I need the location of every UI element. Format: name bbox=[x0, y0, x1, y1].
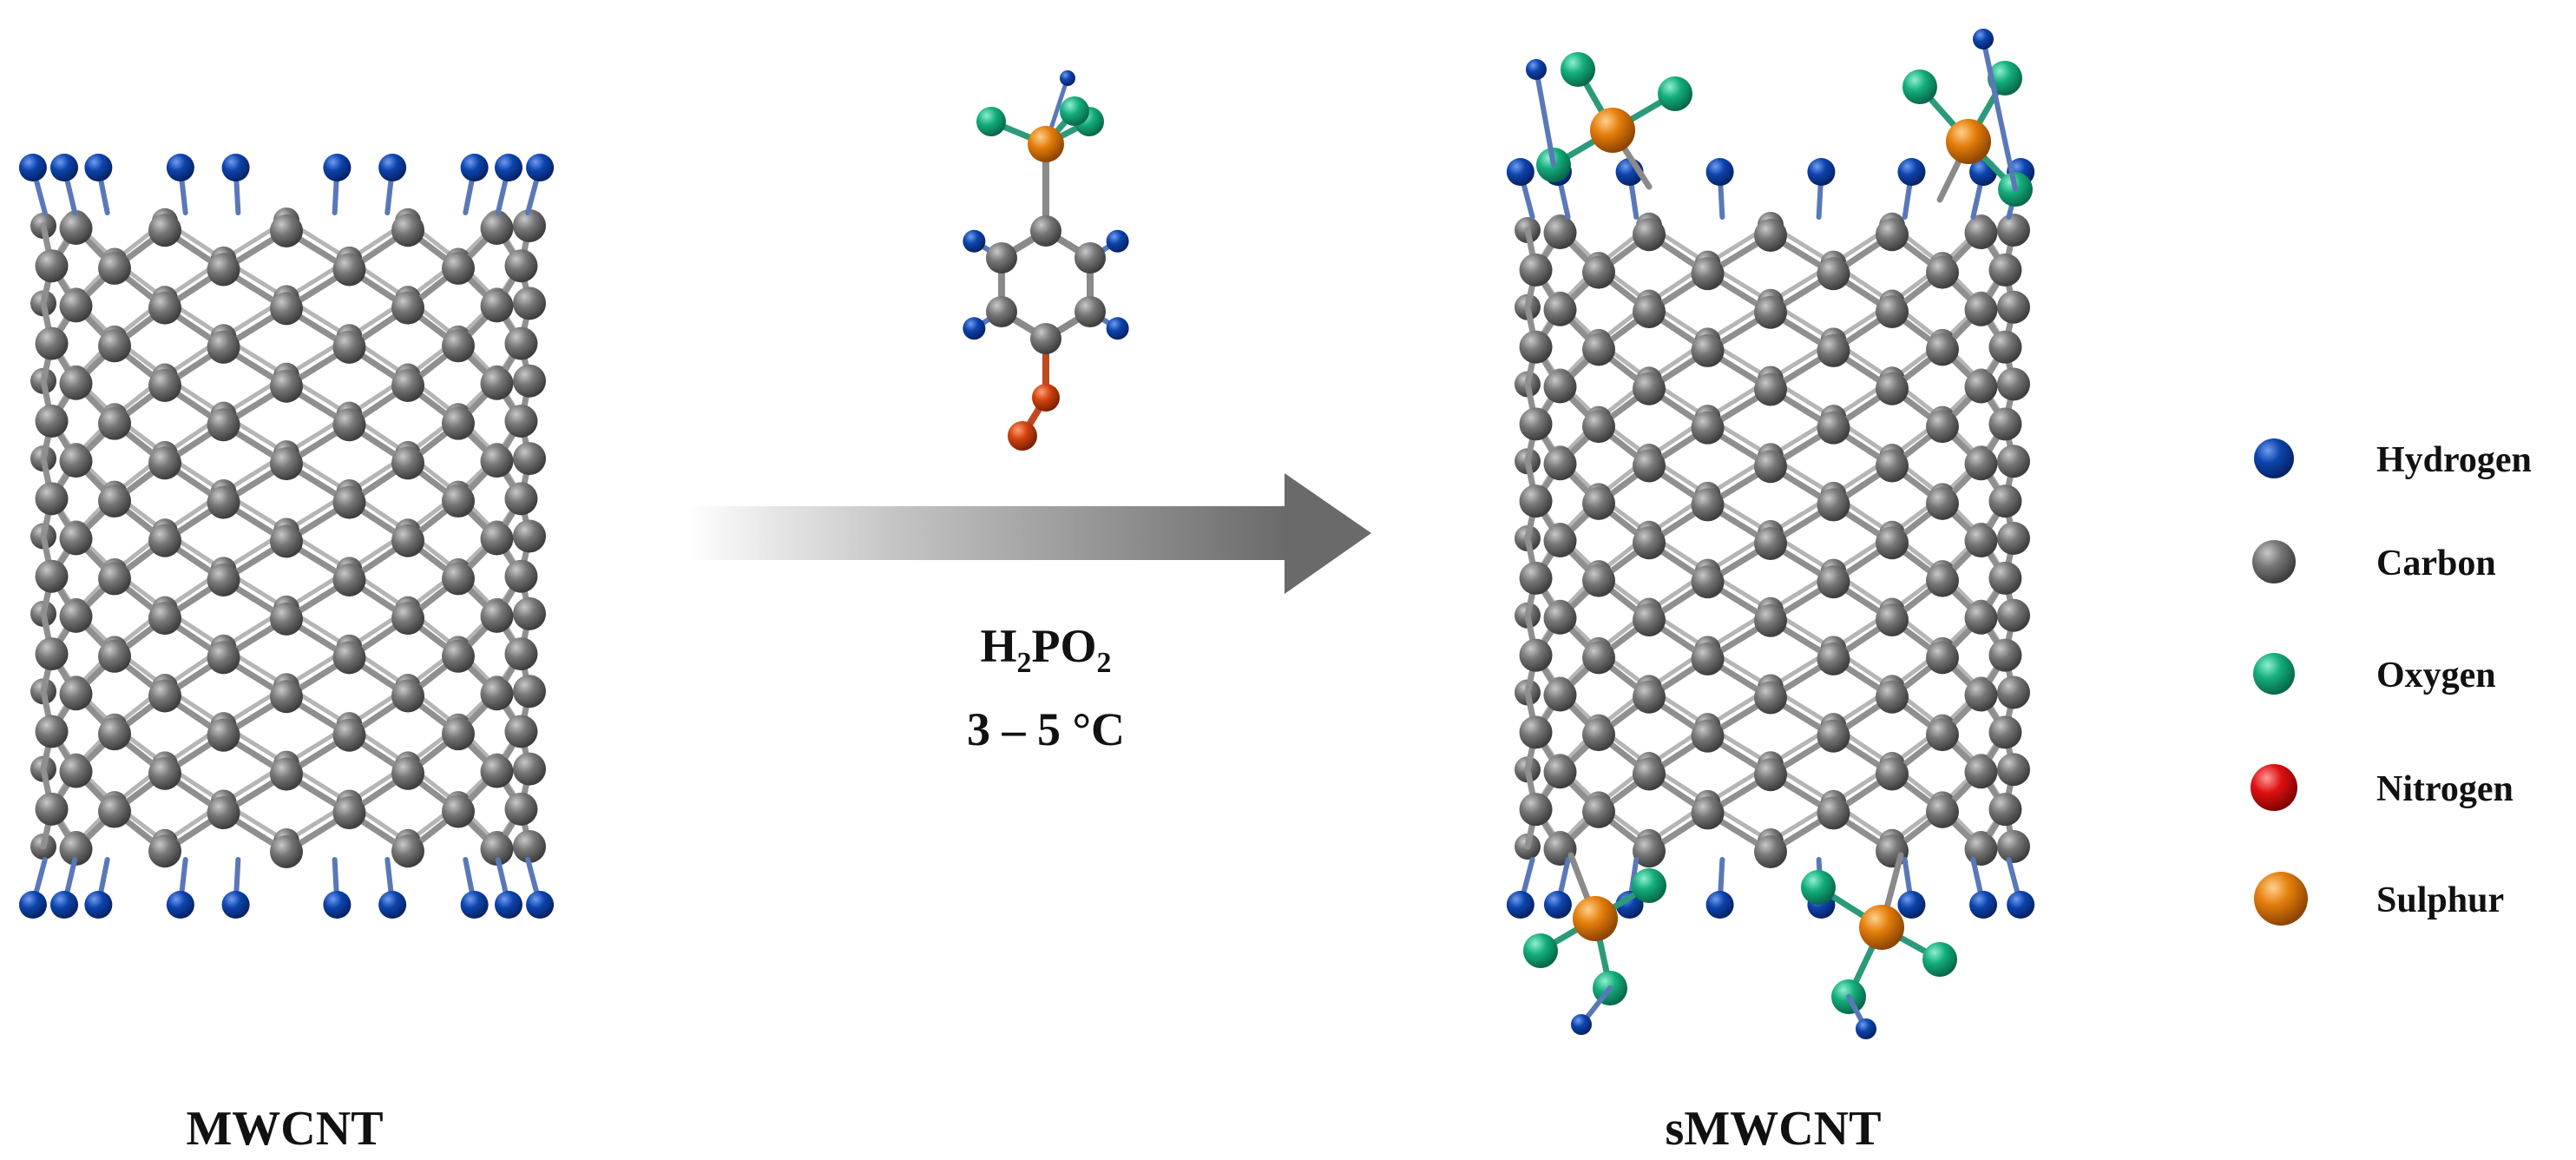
legend-oxygen-label: Oxygen bbox=[2376, 656, 2496, 695]
right-structure-label: sMWCNT bbox=[1666, 1102, 1882, 1156]
hydrogen-legend-icon bbox=[2254, 438, 2294, 478]
molecule-icon bbox=[963, 70, 1129, 451]
legend: Hydrogen Carbon Oxygen Nitrogen Sulphur bbox=[2251, 438, 2532, 926]
legend-nitrogen-label: Nitrogen bbox=[2376, 769, 2514, 809]
reaction-condition: 3 – 5 °C bbox=[967, 703, 1125, 755]
left-structure-label: MWCNT bbox=[186, 1102, 383, 1156]
nitrogen-legend-icon bbox=[2251, 764, 2297, 811]
oxygen-legend-icon bbox=[2253, 653, 2295, 695]
carbon-legend-icon bbox=[2252, 540, 2296, 583]
sulfonated-nanotube-icon bbox=[1506, 29, 2035, 1039]
legend-carbon-label: Carbon bbox=[2376, 544, 2496, 583]
carbon-nanotube-icon bbox=[18, 154, 555, 919]
gradient-arrow-icon bbox=[687, 473, 1371, 594]
legend-hydrogen-label: Hydrogen bbox=[2376, 440, 2532, 480]
legend-sulphur-label: Sulphur bbox=[2376, 880, 2504, 920]
sulphur-legend-icon bbox=[2254, 872, 2308, 926]
reagent-formula: H2PO2 bbox=[980, 620, 1111, 679]
